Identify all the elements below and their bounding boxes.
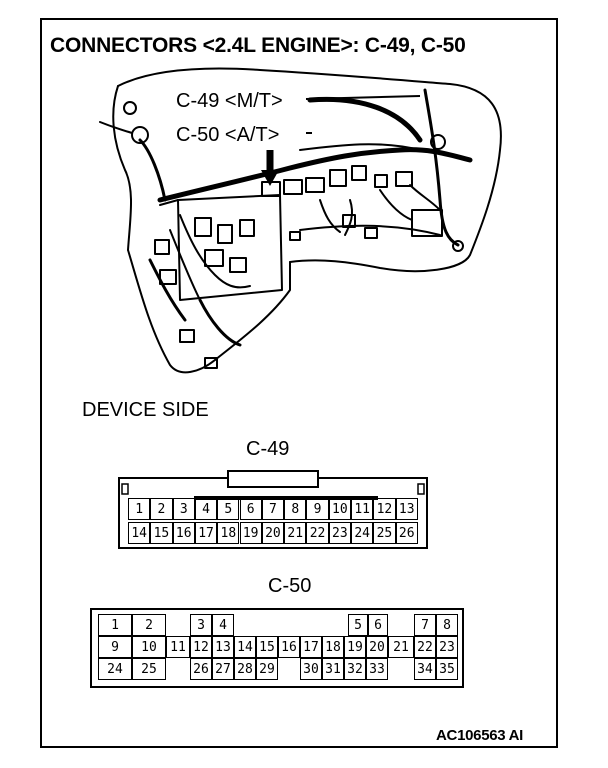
connector-blank — [336, 614, 348, 636]
figure-id: AC106563 AI — [436, 727, 524, 744]
connector-pin: 4 — [194, 498, 218, 520]
connector-pin: 12 — [190, 636, 212, 658]
connector-pin: 31 — [322, 658, 344, 680]
connector-pin: 18 — [322, 636, 344, 658]
connector-pin: 22 — [414, 636, 436, 658]
connector-pin: 25 — [373, 522, 396, 544]
connector-pin: 12 — [373, 498, 396, 520]
connector-pin: 2 — [150, 498, 173, 520]
connector-pin: 10 — [132, 636, 166, 658]
connector-pin: 8 — [284, 498, 307, 520]
connector-pin: 5 — [348, 614, 368, 636]
connector-blank — [296, 614, 316, 636]
connector-blank — [256, 614, 276, 636]
diagram-frame — [40, 18, 558, 748]
connector-pin: 5 — [217, 498, 240, 520]
connector-pin: 18 — [217, 522, 240, 544]
connector-pin: 23 — [436, 636, 458, 658]
connector-pin: 16 — [172, 522, 195, 544]
connector-pin: 17 — [300, 636, 322, 658]
connector-pin: 1 — [98, 614, 132, 636]
connector-pin: 3 — [172, 498, 195, 520]
connector-pin: 4 — [212, 614, 234, 636]
connector-pin: 14 — [128, 522, 151, 544]
connector-pin: 17 — [194, 522, 218, 544]
connector-pin: 34 — [414, 658, 436, 680]
connector-pin: 6 — [368, 614, 388, 636]
c50-housing — [90, 608, 464, 688]
connector-pin: 21 — [284, 522, 307, 544]
connector-pin: 3 — [190, 614, 212, 636]
connector-pin: 19 — [344, 636, 366, 658]
connector-blank — [388, 658, 414, 680]
connector-pin: 16 — [278, 636, 300, 658]
connector-pin: 35 — [436, 658, 458, 680]
connector-pin: 11 — [351, 498, 374, 520]
connector-pin: 6 — [239, 498, 262, 520]
connector-pin: 13 — [212, 636, 234, 658]
diagram-title: CONNECTORS <2.4L ENGINE>: C-49, C-50 — [50, 34, 466, 57]
connector-blank — [388, 614, 414, 636]
connector-blank — [278, 658, 300, 680]
device-side-label: DEVICE SIDE — [82, 399, 209, 421]
connector-blank — [276, 614, 296, 636]
connector-blank — [234, 614, 256, 636]
connector-pin: 13 — [395, 498, 418, 520]
connector-blank — [316, 614, 336, 636]
connector-pin: 22 — [306, 522, 329, 544]
callout-c50: C-50 <A/T> — [176, 124, 280, 146]
connector-pin: 28 — [234, 658, 256, 680]
connector-pin: 23 — [328, 522, 351, 544]
connector-pin: 29 — [256, 658, 278, 680]
c49-label: C-49 — [246, 438, 290, 460]
connector-pin: 2 — [132, 614, 166, 636]
connector-pin: 14 — [234, 636, 256, 658]
connector-pin: 24 — [98, 658, 132, 680]
connector-pin: 9 — [306, 498, 329, 520]
connector-pin: 30 — [300, 658, 322, 680]
c50-label: C-50 — [268, 575, 312, 597]
connector-pin: 11 — [166, 636, 190, 658]
connector-blank — [166, 658, 190, 680]
connector-pin: 15 — [150, 522, 173, 544]
connector-pin: 26 — [395, 522, 418, 544]
connector-pin: 20 — [261, 522, 285, 544]
connector-pin: 7 — [414, 614, 436, 636]
harness-illustration — [99, 67, 502, 374]
connector-pin: 1 — [128, 498, 151, 520]
connector-pin: 33 — [366, 658, 388, 680]
connector-pin: 19 — [239, 522, 262, 544]
connector-pin: 7 — [261, 498, 285, 520]
connector-pin: 24 — [351, 522, 374, 544]
callout-c49: C-49 <M/T> — [176, 90, 283, 112]
connector-pin: 32 — [344, 658, 366, 680]
connector-pin: 25 — [132, 658, 166, 680]
connector-pin: 26 — [190, 658, 212, 680]
connector-pin: 10 — [328, 498, 351, 520]
connector-pin: 20 — [366, 636, 388, 658]
connector-pin: 21 — [388, 636, 414, 658]
connector-pin: 8 — [436, 614, 458, 636]
connector-pin: 9 — [98, 636, 132, 658]
connector-pin: 15 — [256, 636, 278, 658]
connector-pin: 27 — [212, 658, 234, 680]
connector-blank — [166, 614, 190, 636]
